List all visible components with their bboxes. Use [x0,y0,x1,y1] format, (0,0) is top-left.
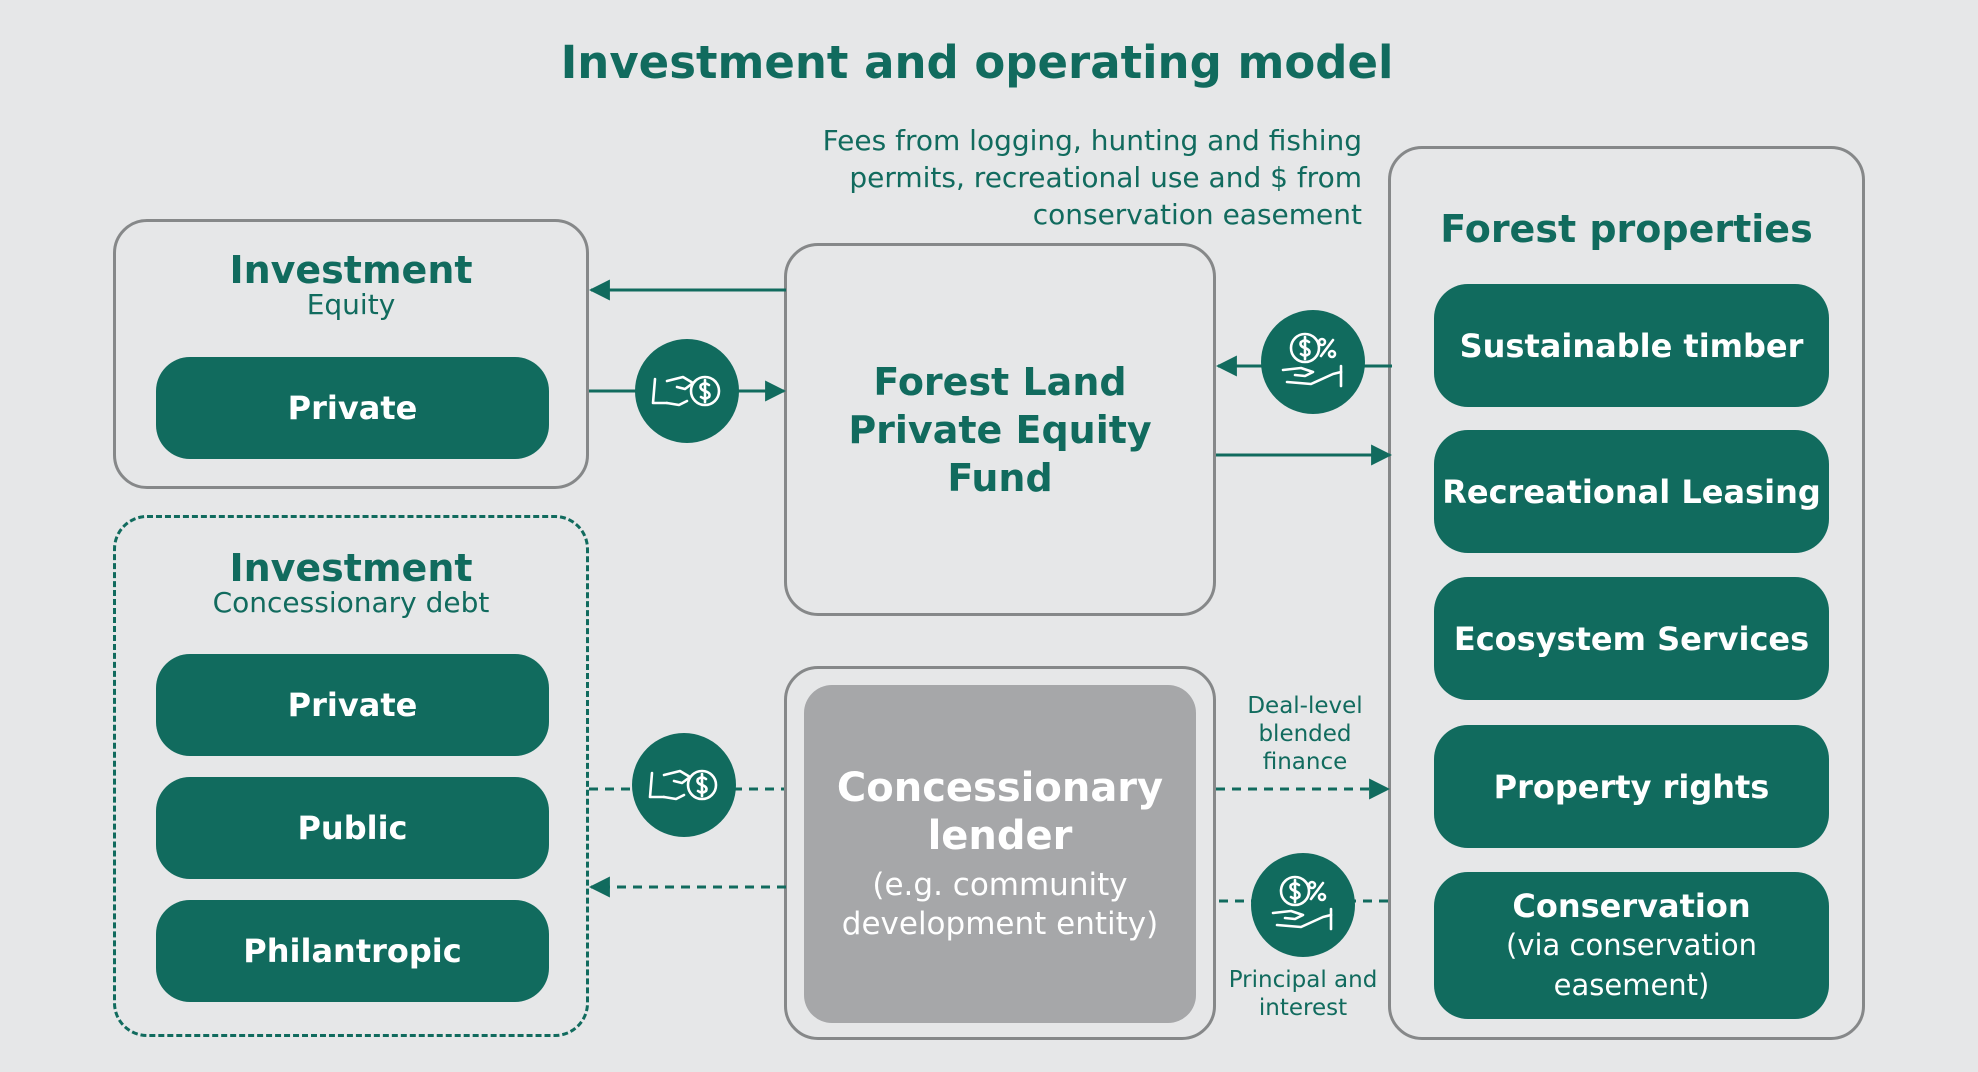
money-handshake-icon [635,339,739,443]
fees-note-line1: Fees from logging, hunting and fishing [822,124,1362,157]
forest-item-sub: (via conservation [1506,927,1757,962]
forest-item-label: Recreational Leasing [1442,472,1821,511]
fund-line1: Forest Land [873,359,1127,404]
equity-investment-box: Investment Equity Private [113,219,589,489]
principal-line2: interest [1258,995,1348,1021]
lender-line4: development entity) [841,906,1159,942]
fund-line3: Fund [947,455,1053,500]
forest-item-sub: easement) [1553,967,1710,1002]
forest-item-recreational-leasing: Recreational Leasing [1434,430,1829,553]
forest-item-label: Ecosystem Services [1453,619,1810,658]
forest-properties-box: Forest properties Sustainable timber Rec… [1388,146,1865,1040]
concessionary-lender-inner: Concessionary lender (e.g. community dev… [804,685,1196,1023]
dollar-percent-hand-icon [1261,310,1365,414]
principal-line1: Principal and [1228,967,1378,993]
debt-item-philantropic: Philantropic [156,900,549,1002]
debt-investment-box: Investment Concessionary debt Private Pu… [113,515,589,1037]
dollar-percent-hand-icon [1251,853,1355,957]
forest-item-sustainable-timber: Sustainable timber [1434,284,1829,407]
fees-note-line3: conservation easement [1032,198,1362,231]
deal-level-line2: blended [1258,721,1352,747]
debt-item-label: Private [287,686,418,724]
deal-level-line1: Deal-level [1247,693,1363,719]
equity-item-label: Private [287,389,418,427]
forest-heading: Forest properties [1440,207,1813,251]
debt-item-label: Philantropic [243,932,462,970]
fees-note: Fees from logging, hunting and fishing p… [742,122,1362,233]
lender-line1: Concessionary [836,765,1164,811]
fees-note-line2: permits, recreational use and $ from [849,161,1362,194]
diagram-title: Investment and operating model [560,36,1394,89]
equity-heading: Investment [229,248,473,292]
deal-level-label: Deal-level blended finance [1220,692,1390,776]
debt-item-public: Public [156,777,549,879]
money-handshake-icon [632,733,736,837]
forest-item-property-rights: Property rights [1434,725,1829,848]
debt-item-private: Private [156,654,549,756]
lender-line2: lender [927,813,1073,859]
debt-heading: Investment [229,546,473,590]
forest-item-label: Conservation [1512,886,1751,925]
private-equity-fund-box: Forest Land Private Equity Fund [784,243,1216,616]
equity-item-private: Private [156,357,549,459]
lender-line3: (e.g. community [872,867,1128,903]
forest-item-conservation: Conservation (via conservation easement) [1434,872,1829,1019]
principal-interest-label: Principal and interest [1218,966,1388,1022]
equity-subheading: Equity [306,288,396,321]
debt-item-label: Public [297,809,408,847]
deal-level-line3: finance [1262,749,1348,775]
fund-line2: Private Equity [848,407,1152,452]
debt-subheading: Concessionary debt [212,586,490,619]
forest-item-label: Property rights [1493,767,1770,806]
forest-item-label: Sustainable timber [1459,326,1804,365]
concessionary-lender-box: Concessionary lender (e.g. community dev… [784,666,1216,1040]
forest-item-ecosystem-services: Ecosystem Services [1434,577,1829,700]
